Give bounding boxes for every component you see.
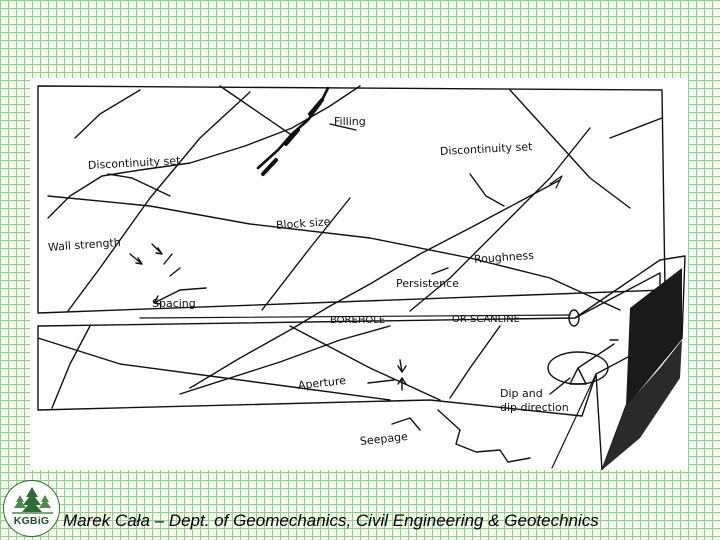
borehole-end (568, 309, 580, 327)
discontinuity-line (47, 195, 621, 311)
discontinuity-line (179, 325, 391, 395)
logo-text: KGBiG (13, 515, 50, 527)
diagram-drawing (37, 85, 686, 470)
label-dip-direction: dip direction (500, 401, 569, 414)
footer: KGBiG Marek Cała – Dept. of Geomechanics… (0, 478, 720, 540)
borehole-line (139, 314, 571, 319)
discontinuity-line (261, 197, 351, 311)
discontinuity-line (51, 325, 91, 409)
discontinuity-line (219, 85, 291, 135)
label-dip-and: Dip and (500, 387, 543, 400)
footer-credit: Marek Cała – Dept. of Geomechanics, Civi… (63, 511, 599, 530)
discontinuity-line (409, 127, 591, 312)
discontinuity-line (67, 91, 251, 312)
discontinuity-line (609, 117, 663, 139)
label-or-scanline: OR SCANLINE (452, 314, 520, 325)
discontinuity-line (289, 325, 441, 401)
shaded-face (626, 268, 682, 406)
discontinuity-line (449, 325, 501, 399)
tree-logo-icon (12, 487, 53, 514)
label-filling: Filling (334, 115, 366, 128)
persistence-joint (189, 179, 561, 389)
seepage-trickle (437, 409, 531, 463)
discontinuity-line (37, 337, 391, 401)
label-spacing: Spacing (152, 297, 196, 310)
discontinuity-line (47, 85, 361, 219)
discontinuity-line (509, 89, 631, 209)
discontinuity-diagram: Filling Discontinuity set Discontinuity … (30, 78, 688, 470)
kgbig-logo: KGBiG (3, 480, 60, 537)
north-arrow-icon (607, 339, 619, 349)
discontinuity-line (74, 89, 141, 139)
label-persistence: Persistence (396, 277, 459, 290)
label-borehole: BOREHOLE (330, 315, 386, 326)
